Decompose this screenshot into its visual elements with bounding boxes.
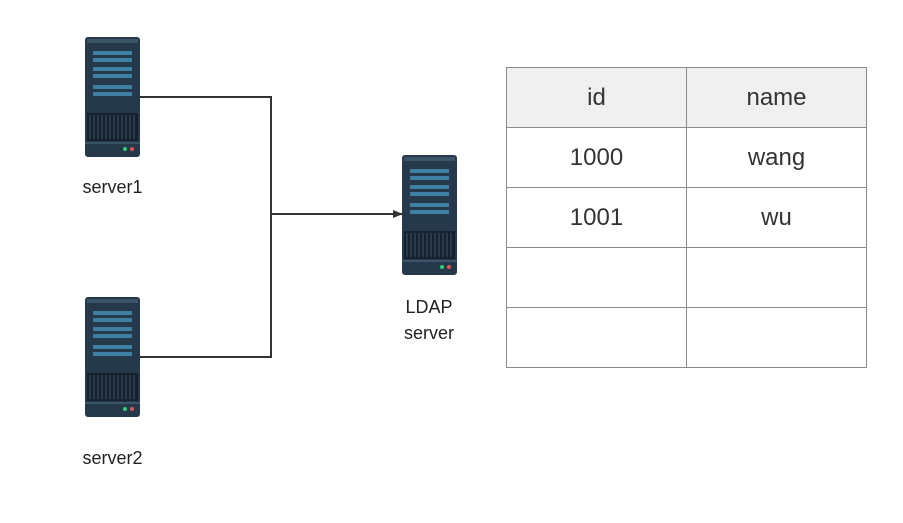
cell-id — [506, 307, 687, 368]
user-table: id name 1000 wang 1001 wu — [506, 67, 867, 368]
cell-name: wang — [686, 127, 867, 188]
server1-icon — [85, 37, 140, 157]
server2-connector — [140, 214, 272, 358]
cell-name — [686, 247, 867, 308]
ldap-server-label: LDAP server — [403, 297, 454, 343]
server2-label: server2 — [82, 448, 143, 468]
cell-id: 1000 — [506, 127, 687, 188]
header-name: name — [686, 67, 867, 128]
table-row — [506, 307, 867, 368]
cell-name — [686, 307, 867, 368]
table-row: 1001 wu — [506, 187, 867, 248]
table-row: 1000 wang — [506, 127, 867, 188]
table-row — [506, 247, 867, 308]
server2-icon — [85, 297, 140, 417]
table-header-row: id name — [506, 67, 867, 128]
server1-connector — [140, 96, 272, 214]
server1-label: server1 — [82, 177, 143, 197]
cell-id: 1001 — [506, 187, 687, 248]
header-id: id — [506, 67, 687, 128]
cell-name: wu — [686, 187, 867, 248]
cell-id — [506, 247, 687, 308]
ldap-server-icon — [402, 155, 457, 275]
